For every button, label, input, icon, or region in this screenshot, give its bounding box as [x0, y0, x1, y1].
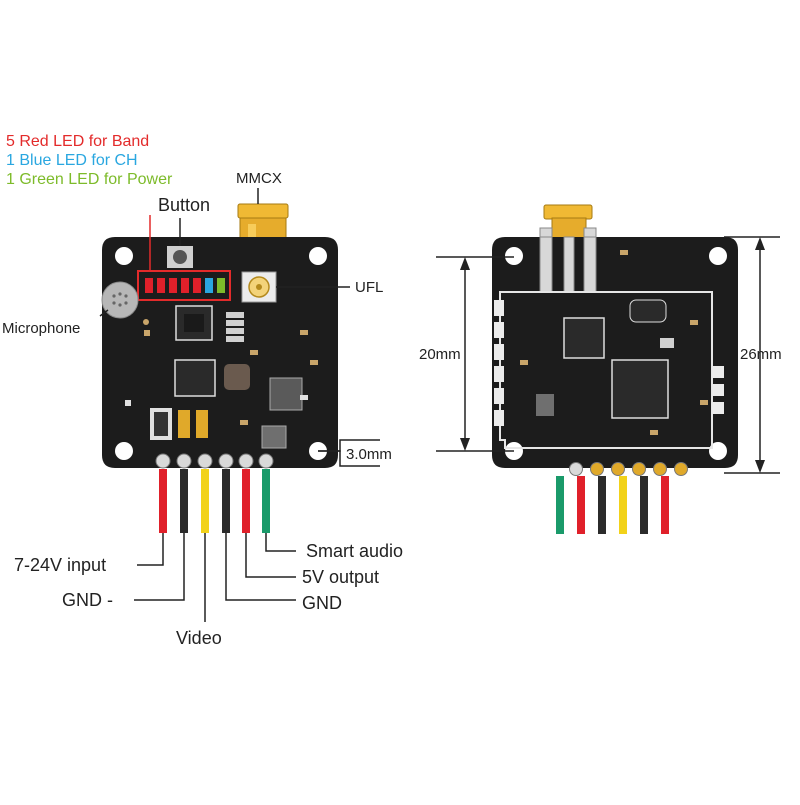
side-pads	[494, 300, 724, 426]
label-dim-inner: 20mm	[419, 346, 461, 363]
back-pins	[569, 462, 688, 476]
label-mmcx: MMCX	[236, 170, 282, 187]
legend-blue-led: 1 Blue LED for CH	[6, 152, 138, 169]
pin-label-input: 7-24V input	[14, 555, 107, 575]
label-ufl: UFL	[355, 279, 384, 296]
legend-green-led: 1 Green LED for Power	[6, 171, 173, 188]
button-component	[167, 246, 193, 268]
label-button: Button	[158, 195, 211, 215]
front-components	[125, 305, 318, 449]
pin-label-5v-output: 5V output	[302, 567, 380, 587]
mount-hole	[115, 247, 133, 265]
mount-hole	[309, 247, 327, 265]
led-strip	[137, 270, 231, 301]
back-wires	[556, 476, 669, 534]
label-microphone: Microphone	[2, 320, 81, 337]
pin-leader-lines	[134, 533, 296, 622]
dimension-lines	[436, 236, 780, 474]
pin-label-video: Video	[176, 628, 222, 648]
callout-lines	[99, 188, 380, 467]
mount-hole	[115, 442, 133, 460]
pin-label-gnd-right: GND	[302, 593, 342, 613]
pin-label-gnd-left: GND -	[62, 590, 113, 610]
front-board	[99, 188, 380, 622]
label-dim-outer: 26mm	[740, 346, 782, 363]
legend-red-leds: 5 Red LED for Band	[6, 133, 150, 150]
front-wires	[159, 469, 270, 533]
ufl-connector	[241, 271, 277, 303]
pin-label-smart-audio: Smart audio	[306, 541, 404, 561]
back-board	[436, 204, 780, 534]
front-pins	[155, 453, 274, 469]
microphone-component	[101, 281, 139, 319]
label-hole-size: 3.0mm	[346, 446, 392, 463]
back-components	[520, 250, 708, 435]
